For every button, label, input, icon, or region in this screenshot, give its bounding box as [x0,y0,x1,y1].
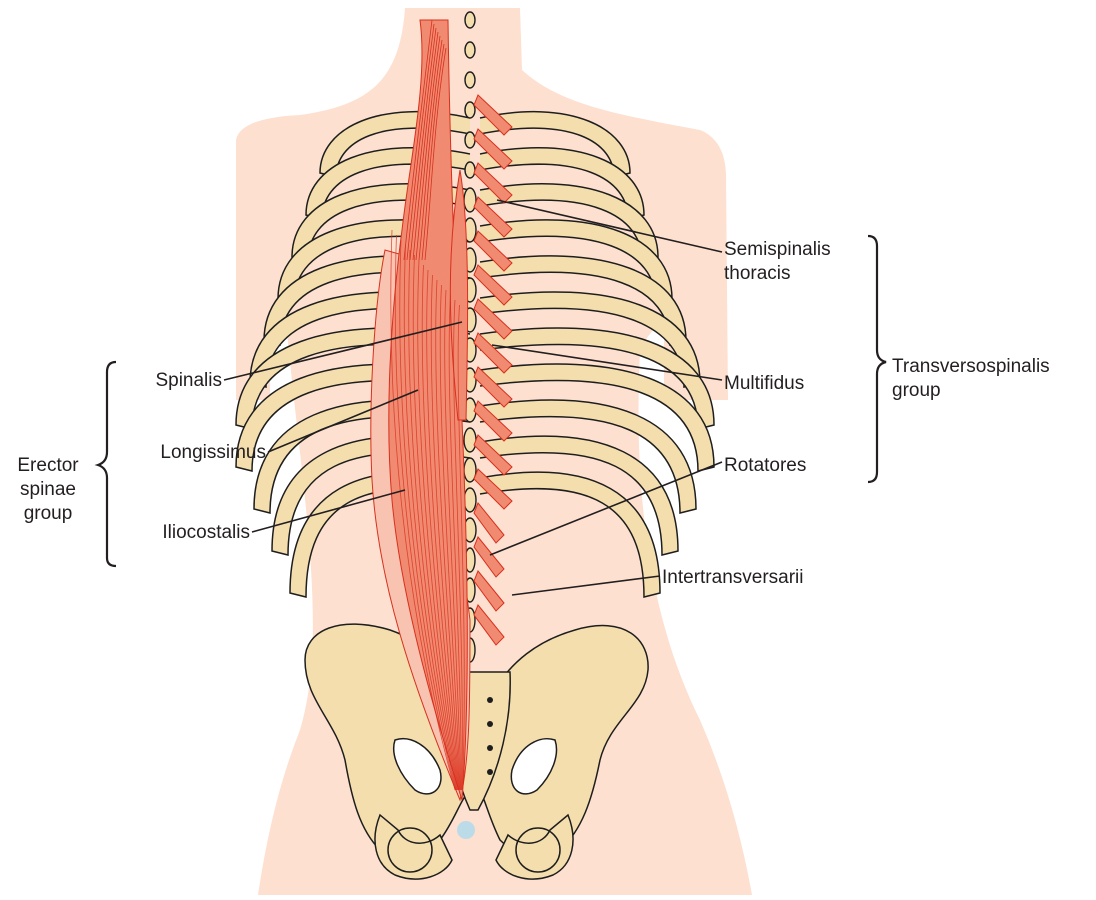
label-erector-line3: group [4,502,92,526]
label-transverso-line2: group [892,379,1050,403]
erector-spinae-bracket [98,362,116,566]
label-semispinalis-line1: Semispinalis [724,238,831,262]
vertebra-4 [465,102,475,118]
label-semispinalis-line2: thoracis [724,262,831,286]
vertebra-2 [465,42,475,58]
vertebra-3 [465,72,475,88]
label-iliocostalis: Iliocostalis [120,521,250,545]
sacral-foramen-2 [487,721,493,727]
vertebra-7 [464,188,476,212]
sacral-foramen-3 [487,745,493,751]
vertebra-5 [465,132,475,148]
vertebra-1 [465,12,475,28]
label-erector-spinae-group: Erector spinae group [4,454,92,526]
sacral-foramen-1 [487,697,493,703]
label-spinalis: Spinalis [120,369,222,393]
vertebra-6 [465,162,475,178]
label-transverso-line1: Transversospinalis [892,355,1050,379]
label-semispinalis-thoracis: Semispinalis thoracis [724,238,831,286]
coccyx [457,821,475,839]
vertebra-17 [464,488,476,512]
label-transversospinalis-group: Transversospinalis group [892,355,1050,403]
label-intertransversarii: Intertransversarii [662,566,804,590]
label-erector-line2: spinae [4,478,92,502]
label-longissimus: Longissimus [120,441,266,465]
vertebra-15 [464,428,476,452]
label-multifidus: Multifidus [724,372,804,396]
transversospinalis-bracket [868,236,886,482]
label-erector-line1: Erector [4,454,92,478]
label-rotatores: Rotatores [724,454,806,478]
sacral-foramen-4 [487,769,493,775]
